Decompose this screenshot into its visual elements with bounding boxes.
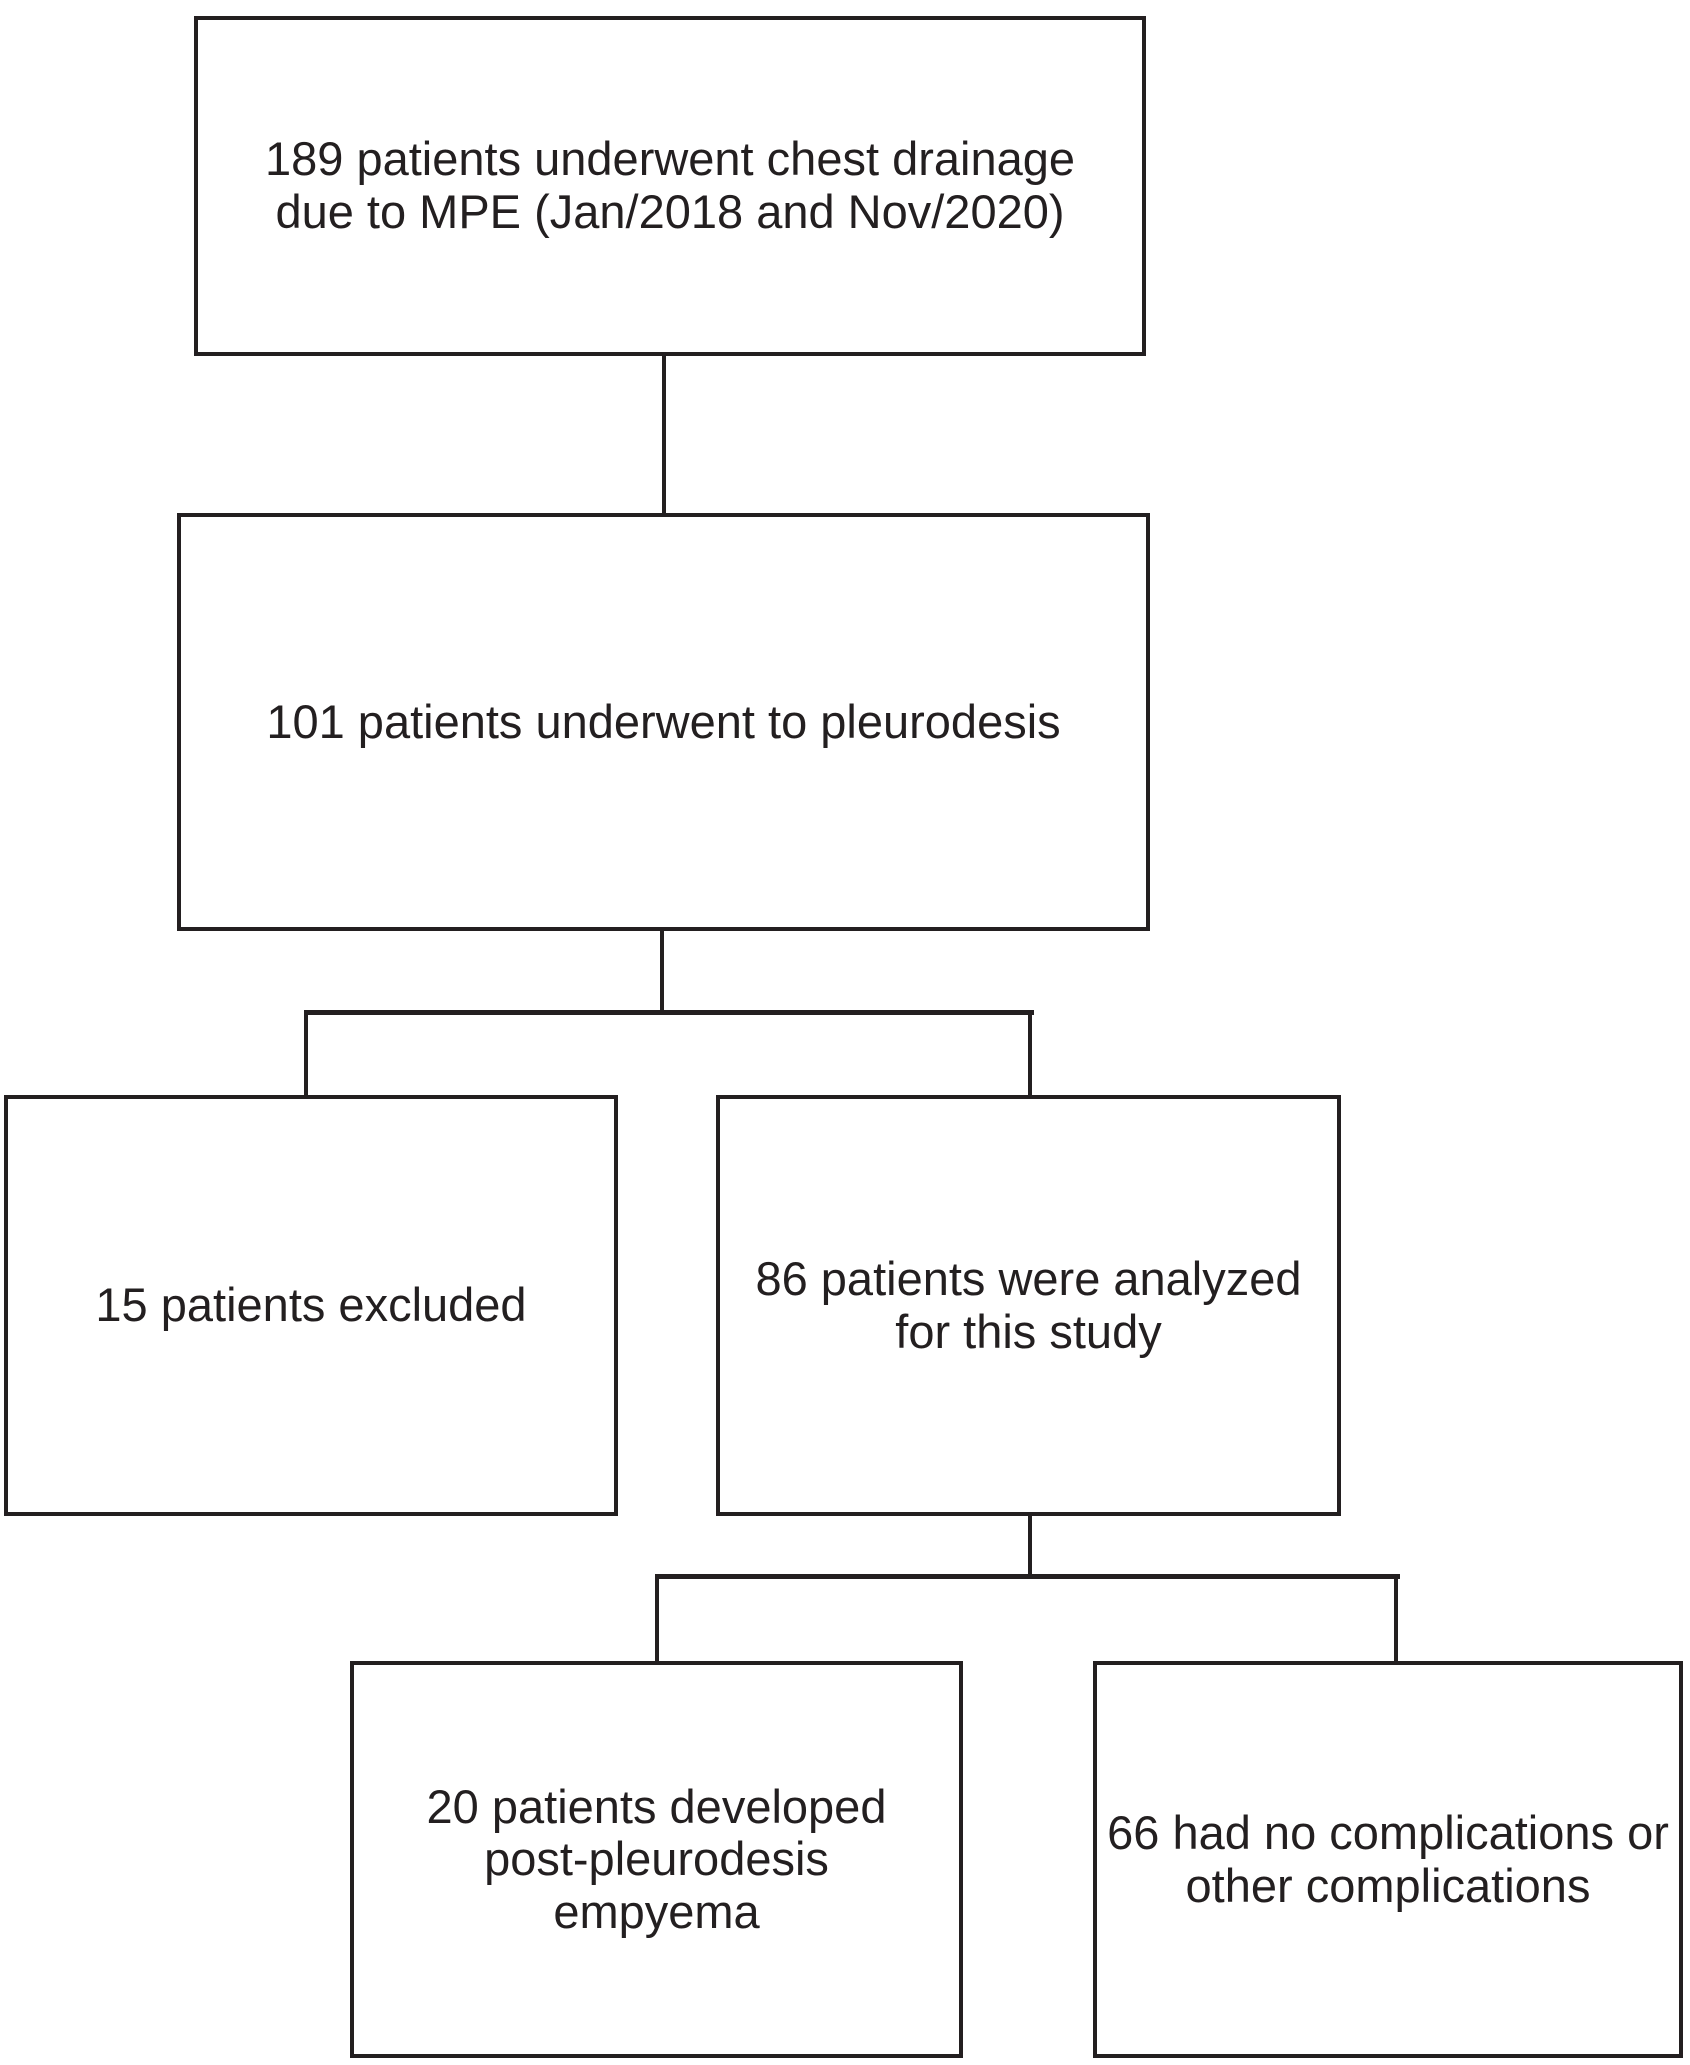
connector-analyzed-stem <box>1028 1516 1032 1576</box>
flow-box-excluded: 15 patients excluded <box>4 1095 618 1516</box>
flow-box-empyema: 20 patients developed post-pleurodesis e… <box>350 1661 963 2058</box>
connector-chest-drainage-to-pleurodesis <box>662 356 666 513</box>
connector-drop-to-no-complications <box>1394 1574 1398 1661</box>
connector-split-1-horizontal <box>304 1010 1034 1015</box>
flow-box-analyzed: 86 patients were analyzed for this study <box>716 1095 1341 1516</box>
connector-drop-to-analyzed <box>1028 1010 1032 1095</box>
flow-box-chest-drainage: 189 patients underwent chest drainage du… <box>194 16 1146 356</box>
connector-drop-to-excluded <box>304 1010 308 1095</box>
connector-split-2-horizontal <box>655 1574 1400 1579</box>
flow-box-no-complications: 66 had no complications or other complic… <box>1093 1661 1683 2058</box>
connector-drop-to-empyema <box>655 1574 659 1661</box>
connector-pleurodesis-stem <box>660 931 664 1012</box>
flow-box-pleurodesis: 101 patients underwent to pleurodesis <box>177 513 1150 931</box>
